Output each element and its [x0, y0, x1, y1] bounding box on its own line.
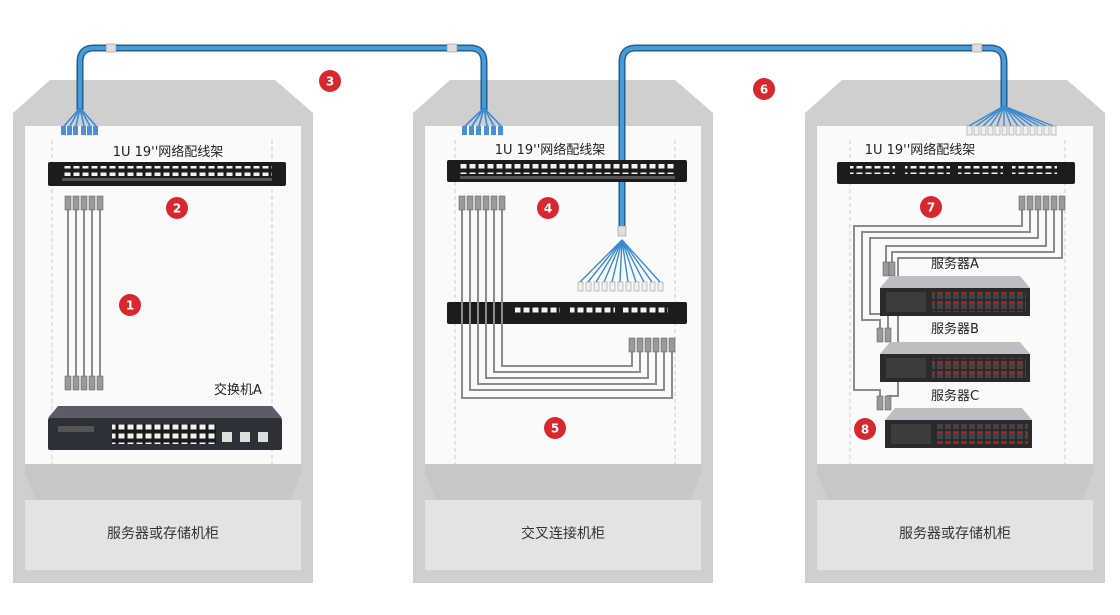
connector-icon	[876, 195, 1066, 411]
patch-panel-icon	[837, 162, 1075, 184]
svg-text:1: 1	[126, 299, 134, 313]
server-label: 服务器C	[931, 388, 979, 404]
cabinet-base-slope	[817, 464, 1093, 500]
badge-6: 6	[753, 78, 775, 100]
patch-panel-icon	[447, 302, 687, 324]
badge-2: 2	[166, 197, 188, 219]
cabinet-base-slope	[425, 464, 701, 500]
server-icon	[880, 276, 1030, 316]
server-icon	[885, 408, 1032, 448]
connector-icon	[462, 126, 503, 135]
svg-text:6: 6	[760, 83, 768, 97]
badge-4: 4	[537, 197, 559, 219]
cabinet-base	[817, 500, 1093, 570]
cabinet-label: 交叉连接机柜	[521, 525, 605, 542]
cabinet-base-slope	[25, 464, 301, 500]
cabinet-top	[805, 80, 1105, 113]
svg-text:4: 4	[544, 202, 552, 216]
svg-text:7: 7	[927, 201, 935, 215]
badge-5: 5	[544, 417, 566, 439]
breakout-fanout-left	[63, 107, 97, 127]
patch-panel-icon	[447, 160, 687, 182]
svg-text:5: 5	[551, 422, 559, 436]
breakout-fanout-cross	[579, 239, 661, 283]
switch-icon	[48, 406, 282, 450]
server-label: 服务器A	[931, 256, 979, 272]
server-icon	[880, 342, 1030, 382]
connector-icon	[577, 281, 664, 292]
badge-1: 1	[119, 294, 141, 316]
switch-label: 交换机A	[214, 382, 262, 398]
svg-text:2: 2	[173, 202, 181, 216]
cabinet-label: 服务器或存储机柜	[899, 526, 1011, 542]
cabinet-base	[25, 500, 301, 570]
patch-panel-label: 1U 19''网络配线架	[495, 142, 606, 158]
breakout-fanout-middle	[464, 107, 502, 127]
connector-icon	[61, 126, 98, 135]
cabinet-label: 服务器或存储机柜	[107, 526, 219, 542]
connector-icon	[64, 195, 104, 391]
badge-8: 8	[854, 418, 876, 440]
svg-text:3: 3	[326, 75, 334, 89]
breakout-fanout-right	[968, 105, 1054, 127]
badge-7: 7	[920, 196, 942, 218]
trunk-cable-icon	[76, 43, 1008, 237]
server-label: 服务器B	[931, 321, 979, 337]
svg-text:8: 8	[861, 423, 869, 437]
connector-icon	[458, 195, 676, 353]
patch-panel-label: 1U 19''网络配线架	[113, 144, 224, 160]
badge-3: 3	[319, 70, 341, 92]
patch-panel-icon	[48, 162, 286, 186]
patch-panel-label: 1U 19''网络配线架	[865, 142, 976, 158]
patch-cords-cabinet-1	[67, 208, 101, 378]
connector-icon	[966, 125, 1057, 136]
patch-cords-cabinet-2	[461, 208, 673, 399]
cabinet-top	[13, 80, 313, 113]
cabinet-base	[425, 500, 701, 570]
cabinet-top	[413, 80, 713, 113]
